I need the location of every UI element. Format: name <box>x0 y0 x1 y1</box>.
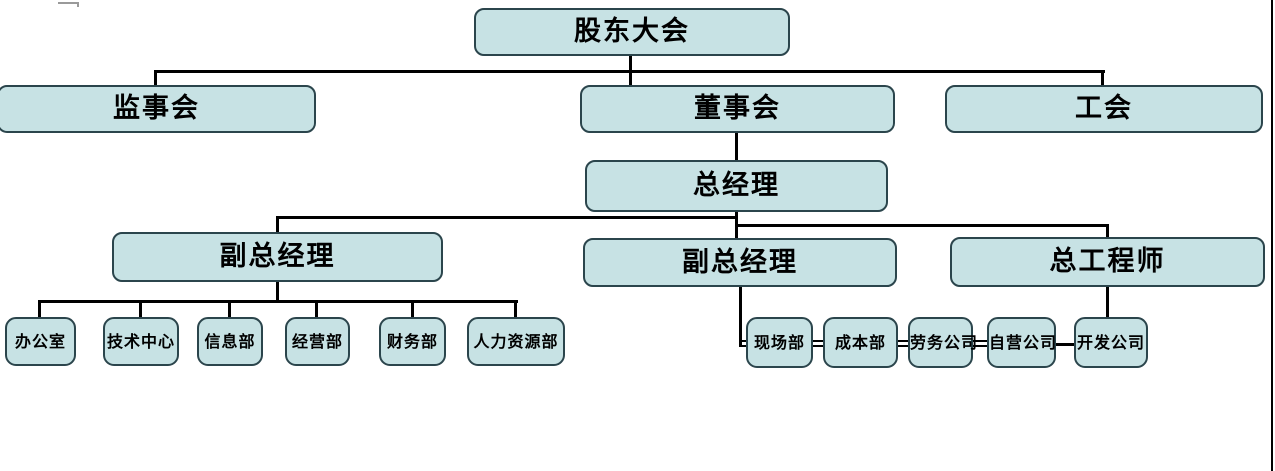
connector <box>813 340 823 342</box>
cropped-ui-fragment <box>77 2 79 7</box>
connector <box>228 300 231 317</box>
connector <box>315 300 318 317</box>
node-office[interactable]: 办公室 <box>5 317 76 366</box>
node-deputy-general-manager-2[interactable]: 副总经理 <box>583 238 897 287</box>
connector <box>1056 343 1074 346</box>
connector <box>629 55 632 72</box>
node-hr-dept[interactable]: 人力资源部 <box>467 317 565 366</box>
connector <box>739 286 742 347</box>
node-technology-center[interactable]: 技术中心 <box>103 317 179 366</box>
connector <box>736 224 1108 227</box>
connector <box>735 131 738 161</box>
connector <box>514 300 517 317</box>
connector <box>1106 224 1109 238</box>
node-chief-engineer[interactable]: 总工程师 <box>950 237 1265 287</box>
node-business-dept[interactable]: 经营部 <box>285 317 350 366</box>
connector <box>276 281 279 302</box>
node-shareholders-meeting[interactable]: 股东大会 <box>474 8 790 56</box>
node-labor-service-company[interactable]: 劳务公司 <box>908 317 977 368</box>
connector <box>973 345 987 347</box>
connector <box>38 300 41 317</box>
node-development-company[interactable]: 开发公司 <box>1074 317 1148 368</box>
connector <box>411 300 414 317</box>
connector <box>1101 70 1104 86</box>
connector <box>973 340 987 342</box>
window-border-right <box>1271 0 1273 471</box>
connector <box>276 216 279 233</box>
connector <box>739 340 748 342</box>
node-deputy-general-manager-1[interactable]: 副总经理 <box>112 232 443 282</box>
connector <box>813 345 823 347</box>
node-board-of-directors[interactable]: 董事会 <box>580 85 895 133</box>
node-cost-dept[interactable]: 成本部 <box>823 317 898 368</box>
connector <box>629 70 632 86</box>
node-labor-union[interactable]: 工会 <box>945 85 1263 133</box>
node-general-manager[interactable]: 总经理 <box>585 160 888 212</box>
node-self-operated-company[interactable]: 自营公司 <box>987 317 1056 368</box>
connector <box>139 300 142 317</box>
connector <box>276 216 737 219</box>
node-site-dept[interactable]: 现场部 <box>746 317 813 368</box>
connector <box>898 345 908 347</box>
node-supervisory-board[interactable]: 监事会 <box>0 85 316 133</box>
connector <box>898 340 908 342</box>
cropped-ui-fragment <box>58 2 79 4</box>
connector <box>38 300 518 303</box>
connector <box>154 70 157 86</box>
connector <box>739 345 748 347</box>
node-information-dept[interactable]: 信息部 <box>197 317 263 366</box>
node-finance-dept[interactable]: 财务部 <box>379 317 446 366</box>
connector <box>1106 286 1109 318</box>
